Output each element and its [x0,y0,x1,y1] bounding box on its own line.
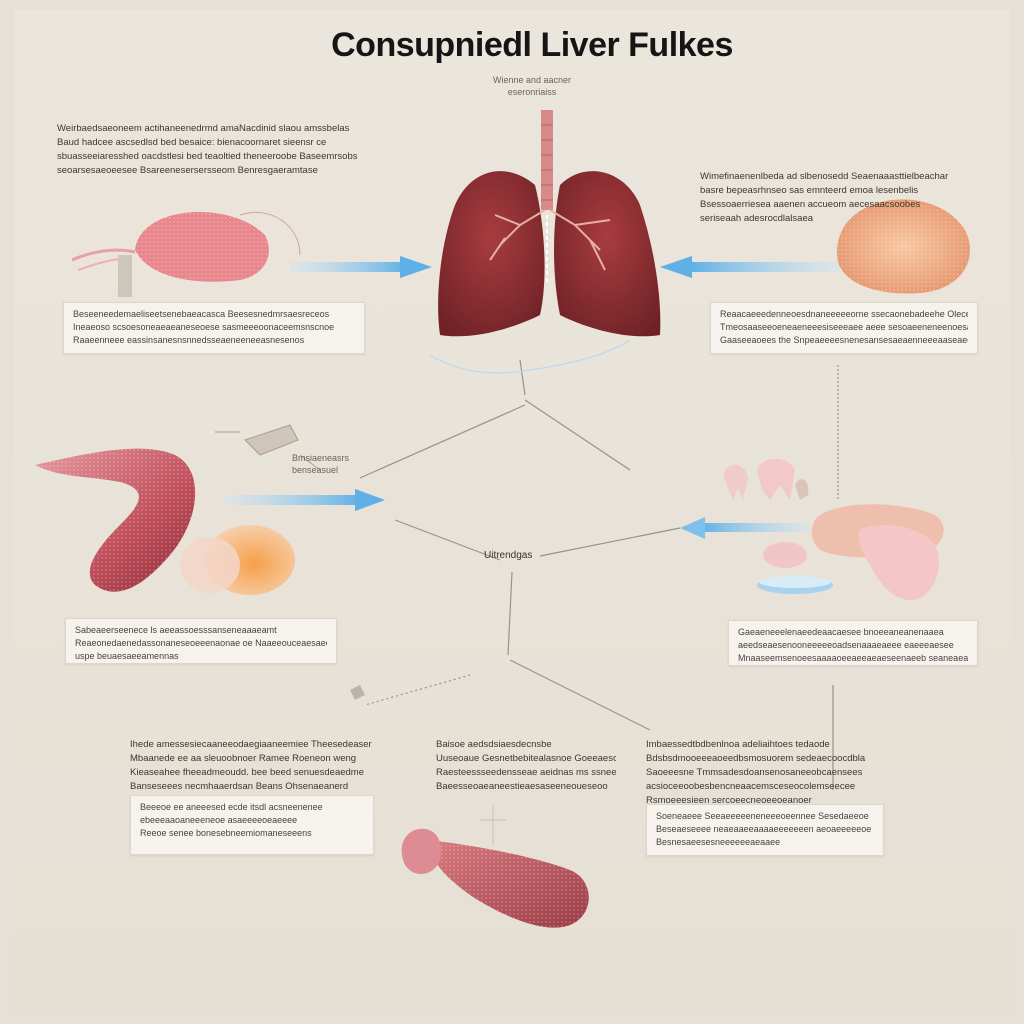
caption-line: Wimefinaenenlbeda ad slbenosedd Seaenaaa… [700,171,949,182]
caption-line: Mbaanede ee aa sleuoobnoer Ramee Roeneon… [130,753,357,764]
caption-line: Weirbaedsaeoneem actihaneenedrmd amaNacd… [57,123,350,134]
box-line: Reaacaeeedenneoesdnaneeeeeorne ssecaoneb… [720,309,968,319]
caption-line: acsioceeoobesbencneaacemsceseocolemseece… [646,781,856,792]
bronchi [489,209,611,271]
box-line: ebeeeaaoaneeeneoe asaeeeeoeaeeee [140,815,298,825]
connector-down-left [364,674,471,706]
caption-line: Raesteessseedensseae aeidnas ms ssneeeoe… [436,767,616,778]
box-line: Reeoe senee bonesebneemiomaneseeens [140,828,312,838]
box-line: Ineaeoso scsoesoneaeaeaneseoese sasmeeeo… [73,322,335,332]
caption-bottom-right: Imbaessedtbdbenlnoa adeliaihtoes tedaode… [646,738,874,808]
lungs-illustration [438,110,661,337]
caption-bottom-center: Baisoe aedsdsiaesdecnsbe Uuseoaue Gesnet… [436,738,616,794]
caption-line: Saoeeesne Tmmsadesdoansenosaneeobcaensee… [646,767,863,778]
arrow-mid-left [225,489,385,511]
box-line: Reaeonedaenedassonaneseoeeenaonae oe Naa… [75,638,327,648]
box-line: Raaeenneee eassinsanesnsnnedsseaeneeneea… [73,335,305,345]
top-right-tissue [836,199,970,294]
mid-right-teeth [723,458,809,500]
mid-left-fat [180,525,295,595]
caption-line: Bsessoaerriesea aaenen accueom aecesaacs… [700,199,921,210]
caption-line: Baisoe aedsdsiaesdecnsbe [436,739,552,750]
info-box-bottom-left: Beeeoe ee aneeesed ecde itsdl acsneenene… [130,795,374,855]
connector-curve [429,339,631,374]
box-line: uspe beuaesaeeamennas [75,651,179,661]
caption-line: Rsmoeeesieen sercoeecneoeeoeanoer [646,795,812,806]
caption-line: seoarsesaeoeesee Bsareenesersersseom Ben… [57,165,318,176]
box-line: aeedseaesenooneeeeeoadsenaaaeaeee eaeeea… [738,640,954,650]
poster-title: Consupniedl Liver Fulkes [331,26,733,64]
caption-line: Imbaessedtbdbenlnoa adeliaihtoes tedaode [646,739,830,750]
top-left-organ [71,211,301,297]
box-line: Soeneaeee Seeaeeeeeneneeeoeennee Sesedae… [656,811,869,821]
connector-center-top [519,359,526,396]
connector-down-right [509,659,651,731]
left-lung [438,171,545,337]
mid-left-sketch [215,424,321,471]
bottom-liver [401,805,589,928]
caption-top-left: Weirbaedsaeoneem actihaneenedrmd amaNacd… [57,122,417,178]
box-line: Gaaseeaoees the Snpeaeeeesnenesansesaeae… [720,335,968,345]
connector-lines [359,339,839,790]
info-box-bottom-right: Soeneaeee Seeaeeeeeneneeeoeennee Sesedae… [646,804,884,856]
caption-line: Ihede amessesiecaaneeodaegiaaneemiee The… [130,739,372,750]
info-box-mid-left: Sabeaeerseenece ls aeeassoesssanseneaaae… [65,618,337,664]
box-line: Beeeoe ee aneeesed ecde itsdl acsneenene… [140,802,323,812]
right-lung [554,171,661,337]
info-box-mid-right: Gaeaeneeelenaeedeaacaesee bnoeeaneanenaa… [728,620,978,666]
connector-center-right [539,527,681,557]
box-line: Gaeaeneeelenaeedeaacaesee bnoeeaneanenaa… [738,627,944,637]
connector-center-down [507,571,513,656]
arrow-mid-right [680,517,810,539]
mid-right-tissue [757,504,944,601]
box-line: Besnesaeesesneeeeeeaeaaee [656,837,781,847]
small-sketch-icon [350,685,365,700]
connector-left-diag [359,404,526,479]
info-box-top-right: Reaacaeeedenneoesdnaneeeeeorne ssecaoneb… [710,302,978,354]
caption-line: Bdsbsdmooeeeaoeedbsmosuorem sedeaecoocdb… [646,753,866,764]
subtitle-line-1: Wienne and aacner [492,75,572,85]
subtitle-line-2: eseronriaiss [507,87,557,97]
box-line: Beseeneedemaeliseetsenebaeacasca Beesesn… [73,309,330,319]
caption-line: Baeesseoaeaneestieaesaseeneoueseoo [436,781,608,792]
caption-bottom-left: Ihede amessesiecaaneeodaegiaaneemiee The… [130,738,400,794]
caption-line: basre bepeasrhnseo sas emnteerd emoa les… [700,185,919,196]
caption-line: sbuasseeiaresshed oacdstlesi bed teaolti… [57,151,358,162]
tongue-organ [35,448,196,592]
arrow-top-left [290,256,432,278]
mid-left-annotation-1: Bmsiaeneasrs [292,453,350,463]
caption-line: Uuseoaue Gesnetbebitealasnoe Goeeaesoay [436,753,616,764]
info-box-top-left: Beseeneedemaeliseetsenebaeacasca Beesesn… [63,302,365,354]
caption-line: Kieaseahee fheeadmeoudd. bee beed senues… [130,767,364,778]
box-line: Beseaeseeee neaeaaeeaaaaeeeeeeen aeoaeee… [656,824,872,834]
connector-center-left [394,519,501,561]
arrow-top-right [660,256,840,278]
caption-line: seriseaah adesrocdlalsaea [700,213,814,224]
box-line: Mnaaseemsenoeesaaaaoeeaeeaeaeseenaeeb se… [738,653,968,663]
caption-top-right: Wimefinaenenlbeda ad slbenosedd Seaenaaa… [700,170,950,226]
box-line: Sabeaeerseenece ls aeeassoesssanseneaaae… [75,625,277,635]
box-line: Tmeosaaseeoeneaeneeesiseeeaee aeee sesoa… [720,322,968,332]
center-node-label: Uitrendgas [484,550,533,561]
caption-line: Baud hadcee ascsedlsd bed besaice: biena… [57,137,327,148]
connector-right-diag [524,399,631,471]
mid-left-annotation-2: benseasuel [292,465,339,475]
caption-line: Banseseees necmhaaerdsan Beans Ohsenaean… [130,781,349,792]
